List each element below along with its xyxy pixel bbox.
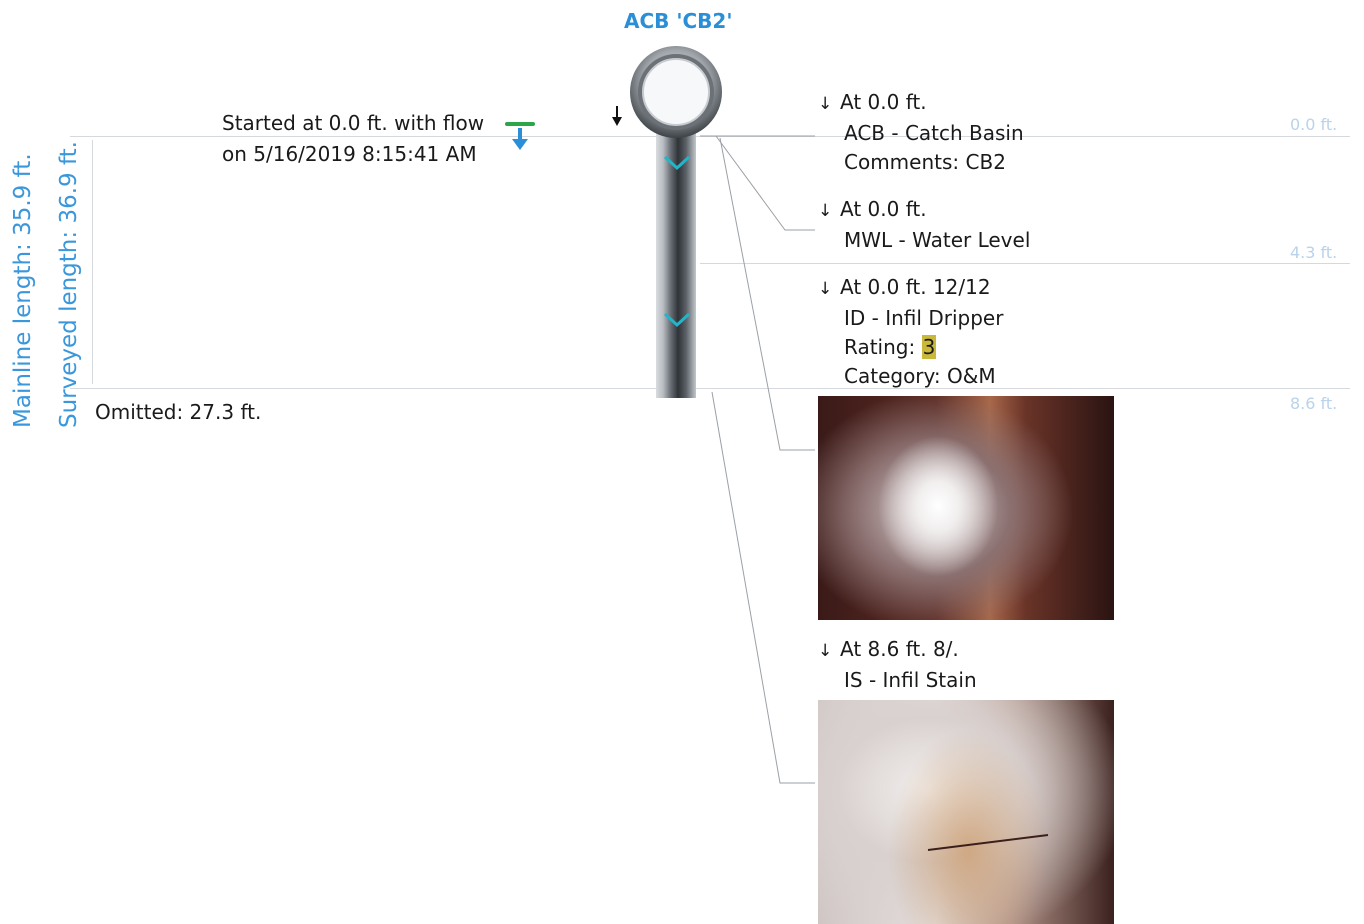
rating-value: 3	[922, 335, 937, 359]
stain-streak	[818, 700, 1114, 924]
observation-1[interactable]: ↓ At 0.0 ft. ACB - Catch Basin Comments: …	[818, 88, 1024, 177]
observation-arrow-icon: ↓	[818, 275, 830, 304]
observation-arrow-icon: ↓	[818, 197, 830, 226]
observation-distance: At 8.6 ft. 8/.	[840, 637, 959, 661]
observation-2[interactable]: ↓ At 0.0 ft. MWL - Water Level	[818, 195, 1030, 255]
observation-code: MWL - Water Level	[818, 226, 1030, 255]
observation-distance: At 0.0 ft. 12/12	[840, 275, 991, 299]
observation-rating: Rating: 3	[818, 333, 1003, 362]
observation-photo-1[interactable]	[818, 396, 1114, 620]
observation-code: ID - Infil Dripper	[818, 304, 1003, 333]
observation-code: IS - Infil Stain	[818, 666, 977, 695]
observation-code: ACB - Catch Basin	[818, 119, 1024, 148]
observation-category: Category: O&M	[818, 362, 1003, 391]
observation-distance: At 0.0 ft.	[840, 90, 927, 114]
observation-4[interactable]: ↓ At 8.6 ft. 8/. IS - Infil Stain	[818, 635, 977, 695]
observation-3[interactable]: ↓ At 0.0 ft. 12/12 ID - Infil Dripper Rat…	[818, 273, 1003, 391]
observation-photo-2[interactable]	[818, 700, 1114, 924]
observation-arrow-icon: ↓	[818, 637, 830, 666]
observation-distance: At 0.0 ft.	[840, 197, 927, 221]
rating-label: Rating:	[844, 335, 922, 359]
observation-comment: Comments: CB2	[818, 148, 1024, 177]
observation-arrow-icon: ↓	[818, 90, 830, 119]
